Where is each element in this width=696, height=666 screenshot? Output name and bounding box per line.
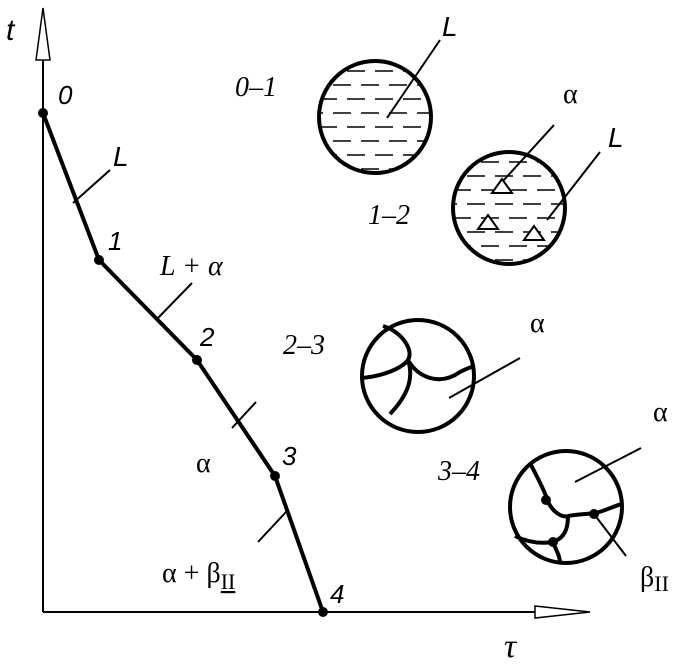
point-1-marker bbox=[94, 255, 104, 265]
stage-0-1-label: 0–1 bbox=[235, 72, 277, 103]
axes bbox=[36, 8, 590, 618]
stage-3-4-phase-alpha: α bbox=[653, 397, 668, 428]
point-4-marker bbox=[318, 607, 328, 617]
point-1-label: 1 bbox=[108, 226, 122, 256]
stage-2-3-phase-alpha: α bbox=[530, 308, 545, 339]
stage-1-2-phase-L: L bbox=[608, 122, 624, 153]
structure-liquid-alpha bbox=[453, 152, 565, 264]
stage-2-3-label: 2–3 bbox=[283, 330, 325, 361]
stage-0-1-phase-L: L bbox=[442, 11, 458, 42]
segment-1-2-label: L + α bbox=[159, 251, 224, 282]
point-2-marker bbox=[192, 355, 202, 365]
point-0-label: 0 bbox=[58, 80, 73, 110]
y-axis-arrow bbox=[36, 8, 50, 60]
grain-boundary bbox=[453, 152, 565, 264]
y-axis-label: t bbox=[6, 14, 16, 47]
leader-seg-1-2 bbox=[158, 283, 192, 318]
leader-seg-0-1 bbox=[73, 170, 110, 203]
point-4-label: 4 bbox=[330, 579, 344, 609]
structure-alpha-grains bbox=[362, 320, 474, 432]
leader-seg-3-4 bbox=[258, 512, 286, 542]
x-axis-arrow bbox=[535, 606, 590, 618]
cooling-curve bbox=[43, 113, 323, 612]
stage-1-2-phase-alpha: α bbox=[563, 79, 578, 110]
segment-2-3-label: α bbox=[196, 448, 211, 479]
stage-3-4-phase-beta: βII bbox=[640, 562, 669, 596]
grain-boundary bbox=[510, 451, 622, 563]
stage-3-4-beta-subscript: II bbox=[654, 571, 669, 596]
structure-alpha-beta bbox=[510, 451, 622, 563]
beta-particle bbox=[541, 495, 551, 505]
segment-3-4-label: α + βII bbox=[162, 558, 235, 594]
curve-points bbox=[38, 108, 328, 617]
point-3-label: 3 bbox=[282, 441, 297, 471]
segment-3-4-subscript: II bbox=[221, 569, 236, 594]
stage-1-2-label: 1–2 bbox=[368, 200, 410, 231]
point-0-marker bbox=[38, 108, 48, 118]
segment-0-1-label: L bbox=[113, 141, 129, 172]
stage-3-4-label: 3–4 bbox=[437, 456, 480, 487]
point-2-label: 2 bbox=[199, 322, 215, 352]
beta-particle bbox=[548, 537, 558, 547]
point-3-marker bbox=[270, 471, 280, 481]
x-axis-label: τ bbox=[504, 628, 518, 661]
